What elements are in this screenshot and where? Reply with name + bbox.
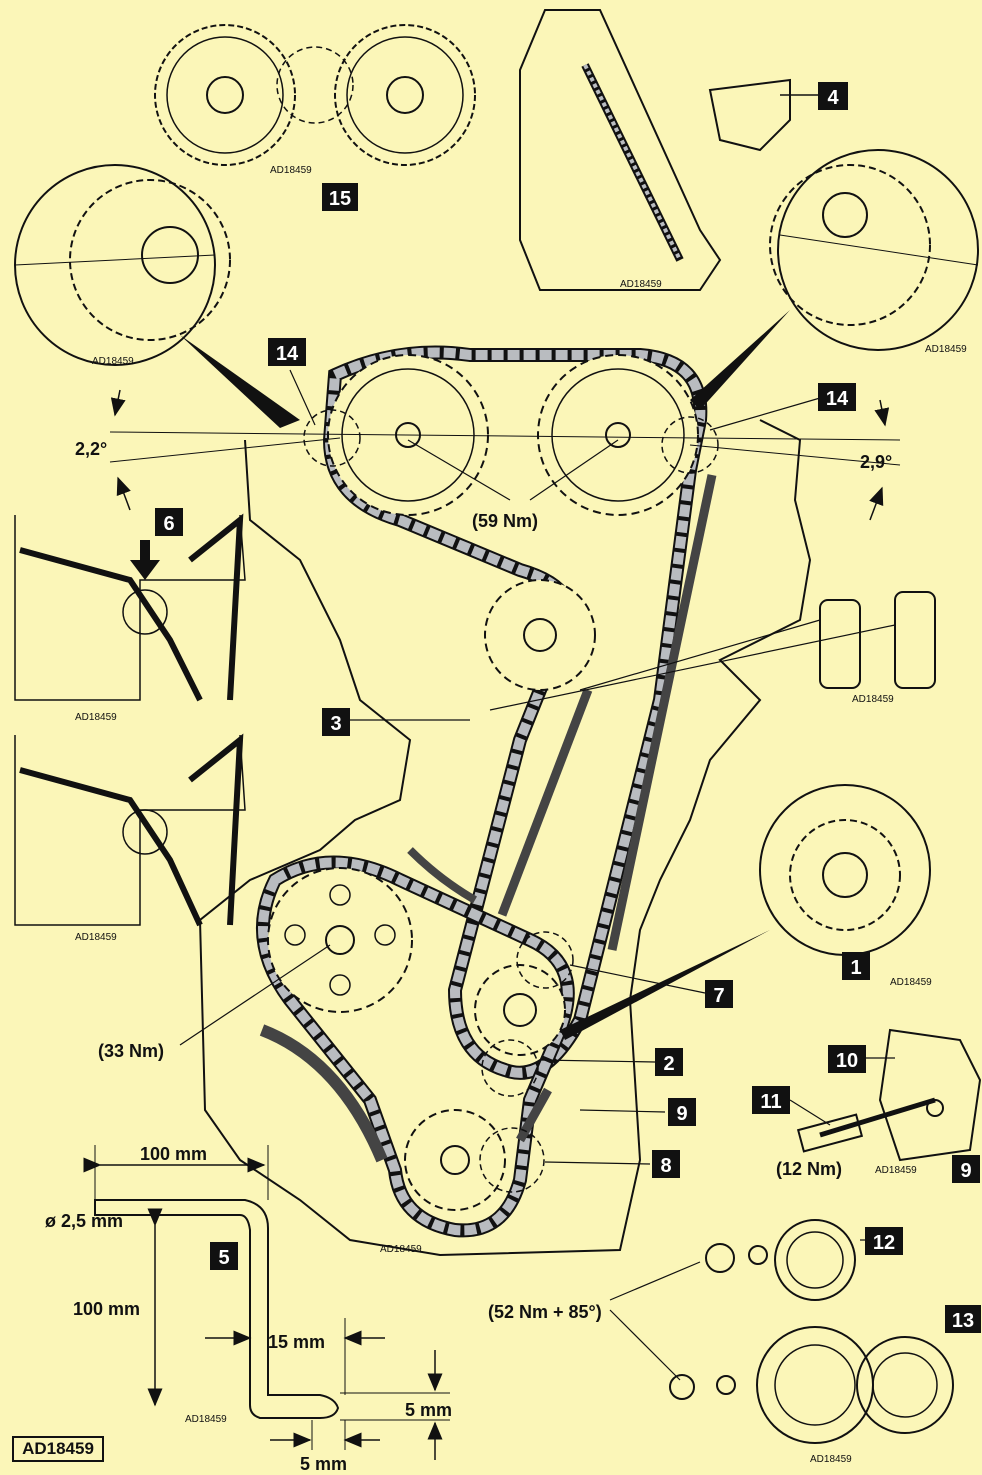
figure-code-caption: AD18459 [380, 1244, 422, 1255]
callout-10: 10 [828, 1045, 866, 1073]
idler-sprocket [484, 579, 596, 691]
detail-cam-gears-15 [154, 24, 476, 166]
torque-pulley-label: (52 Nm + 85°) [488, 1302, 602, 1322]
chain-side-view-bottom [14, 733, 246, 927]
figure-code-caption: AD18459 [810, 1454, 852, 1465]
oil-pump-sprocket [404, 1109, 506, 1211]
callout-13: 13 [945, 1305, 981, 1333]
torque-camshaft-label: (59 Nm) [472, 511, 538, 531]
tool-offset: 15 mm [268, 1332, 325, 1352]
callout-14-left: 14 [268, 338, 306, 366]
svg-text:14: 14 [276, 343, 299, 365]
svg-text:14: 14 [826, 388, 849, 410]
svg-text:6: 6 [163, 513, 174, 535]
svg-text:1: 1 [850, 957, 861, 979]
figure-code-caption: AD18459 [75, 712, 117, 723]
camshaft-sprocket-exhaust [537, 354, 699, 516]
tool-length-top: 100 mm [140, 1144, 207, 1164]
svg-text:7: 7 [713, 985, 724, 1007]
cam-centerline [109, 431, 901, 441]
guide-rail-left [497, 688, 593, 917]
balancer-gear [267, 867, 413, 1013]
figure-code-caption: AD18459 [852, 694, 894, 705]
figure-code-caption: AD18459 [925, 344, 967, 355]
callout-9b: 9 [952, 1155, 980, 1183]
torque-tensioner-label: (12 Nm) [776, 1159, 842, 1179]
crankshaft-sprocket [474, 964, 566, 1056]
svg-text:9: 9 [960, 1160, 971, 1182]
callout-12: 12 [865, 1227, 903, 1255]
guide-center [407, 847, 477, 904]
svg-text:5: 5 [218, 1247, 229, 1269]
svg-text:12: 12 [873, 1232, 895, 1254]
callout-5: 5 [210, 1242, 238, 1270]
svg-text:4: 4 [827, 87, 839, 109]
locking-pin-tool [94, 1199, 340, 1419]
engine-block-outline [198, 419, 812, 1257]
svg-text:10: 10 [836, 1050, 858, 1072]
callout-11: 11 [752, 1086, 790, 1114]
svg-text:15: 15 [329, 188, 351, 210]
callout-7: 7 [705, 980, 733, 1008]
torque-crank-gear-label: (33 Nm) [98, 1041, 164, 1061]
figure-code-caption: AD18459 [270, 165, 312, 176]
hydraulic-tappets [489, 591, 936, 711]
callout-4: 4 [818, 82, 848, 110]
tensioner-unit [796, 1028, 982, 1162]
figure-code-caption: AD18459 [890, 977, 932, 988]
figure-code-caption: AD18459 [92, 356, 134, 367]
svg-text:8: 8 [660, 1155, 671, 1177]
figure-code-caption: AD18459 [185, 1414, 227, 1425]
chain-side-view-top [14, 513, 246, 702]
tool-diameter: ø 2,5 mm [45, 1211, 123, 1231]
callout-9: 9 [668, 1098, 696, 1126]
svg-text:3: 3 [330, 713, 341, 735]
figure-code-caption: AD18459 [620, 279, 662, 290]
callout-3: 3 [322, 708, 350, 736]
guide-small [516, 1087, 552, 1143]
tool-length-side: 100 mm [73, 1299, 140, 1319]
svg-text:13: 13 [952, 1310, 974, 1332]
svg-text:9: 9 [676, 1103, 687, 1125]
figure-code-caption: AD18459 [75, 932, 117, 943]
callout-6: 6 [155, 508, 183, 536]
callout-1: 1 [842, 952, 870, 980]
figure-code-caption: AD18459 [875, 1165, 917, 1176]
detail-exhaust-mark [690, 149, 979, 410]
callout-14-right: 14 [818, 383, 856, 411]
tool-hook-depth: 5 mm [405, 1400, 452, 1420]
angle-right-label: 2,9° [860, 452, 892, 472]
pulleys [669, 1219, 954, 1444]
figure-reference-box: AD18459 [12, 1436, 104, 1462]
callout-8: 8 [652, 1150, 680, 1178]
angle-left-label: 2,2° [75, 439, 107, 459]
callout-2: 2 [655, 1048, 683, 1076]
guide-rail-right [607, 474, 717, 951]
tensioner-shoe [259, 1024, 388, 1163]
callout-15: 15 [322, 183, 358, 211]
detail-intake-mark [14, 164, 300, 428]
svg-text:11: 11 [760, 1091, 781, 1113]
chain-tensioner-illustration [519, 9, 818, 291]
svg-text:2: 2 [663, 1053, 674, 1075]
tool-hook-width: 5 mm [300, 1454, 347, 1474]
